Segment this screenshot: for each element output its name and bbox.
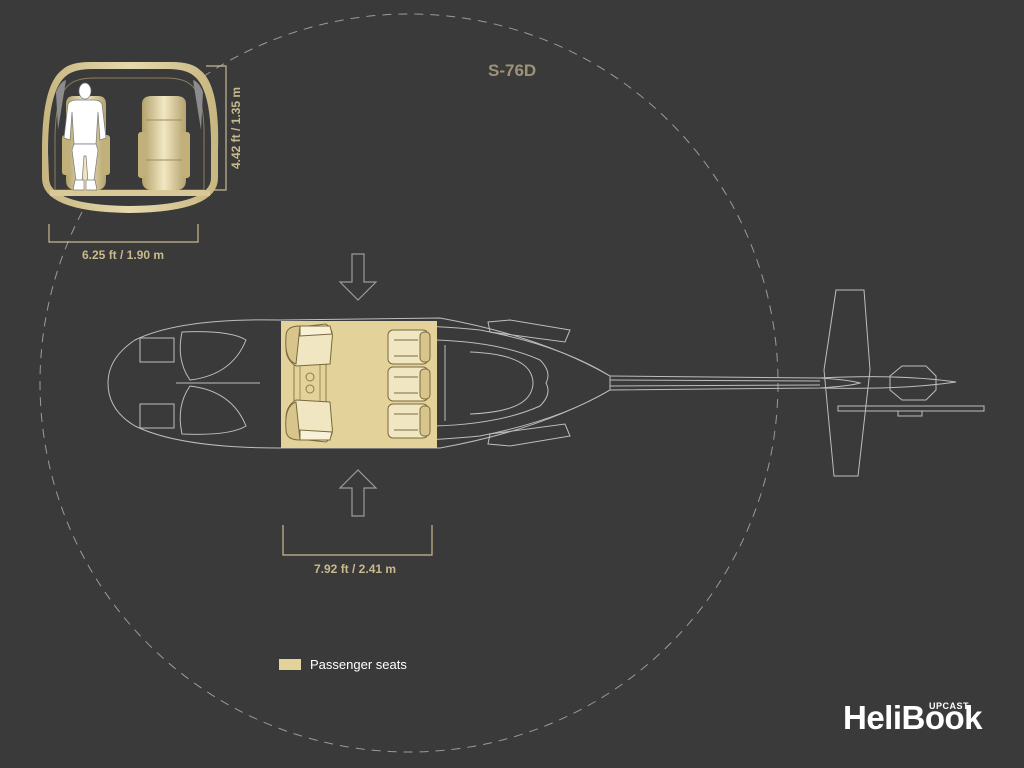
cabin-length-bracket (282, 525, 433, 556)
helicopter-top-view (107, 289, 985, 477)
cabin-width-label: 6.25 ft / 1.90 m (82, 248, 165, 262)
cabin-window-right (193, 80, 203, 130)
brand-superscript: UPCAST (929, 701, 970, 711)
model-title: S-76D (488, 61, 537, 80)
cabin-window-left (56, 80, 66, 130)
passenger-seat-front-top (285, 323, 333, 367)
tail-rotor-blade (837, 405, 985, 412)
cross-section-seat-right (138, 96, 190, 190)
passenger-seat-rear-2 (387, 366, 431, 402)
tail-fin (823, 289, 871, 477)
cockpit-window-upper (179, 331, 247, 381)
cockpit-window-lower (179, 385, 247, 435)
cabin-width-bracket (48, 224, 199, 243)
cabin-floor (50, 190, 210, 196)
passenger-seat-front-bottom (285, 399, 333, 443)
door-arrow-down-icon (338, 253, 378, 301)
passenger-seat-rear-3 (387, 403, 431, 439)
rotor-disk-circle (39, 13, 779, 753)
engine-nacelle (434, 339, 549, 427)
cabin-length-label: 7.92 ft / 2.41 m (314, 562, 397, 576)
brand-name: HeliBook (843, 699, 983, 736)
door-arrow-up-icon (338, 469, 378, 517)
passenger-figure (63, 82, 107, 191)
legend: Passenger seats (279, 657, 407, 672)
tail-boom (609, 375, 862, 391)
cabin-height-bracket (206, 65, 227, 191)
passenger-seat-rear-1 (387, 329, 431, 365)
brand-logo: HeliBook UPCAST (843, 699, 983, 737)
cabin-height-label: 4.42 ft / 1.35 m (229, 86, 243, 170)
cabin-top-view (281, 321, 437, 448)
legend-swatch (279, 659, 301, 670)
tail-rotor-hub (889, 365, 937, 401)
legend-label: Passenger seats (310, 657, 407, 672)
cabin-cross-section (42, 62, 219, 213)
